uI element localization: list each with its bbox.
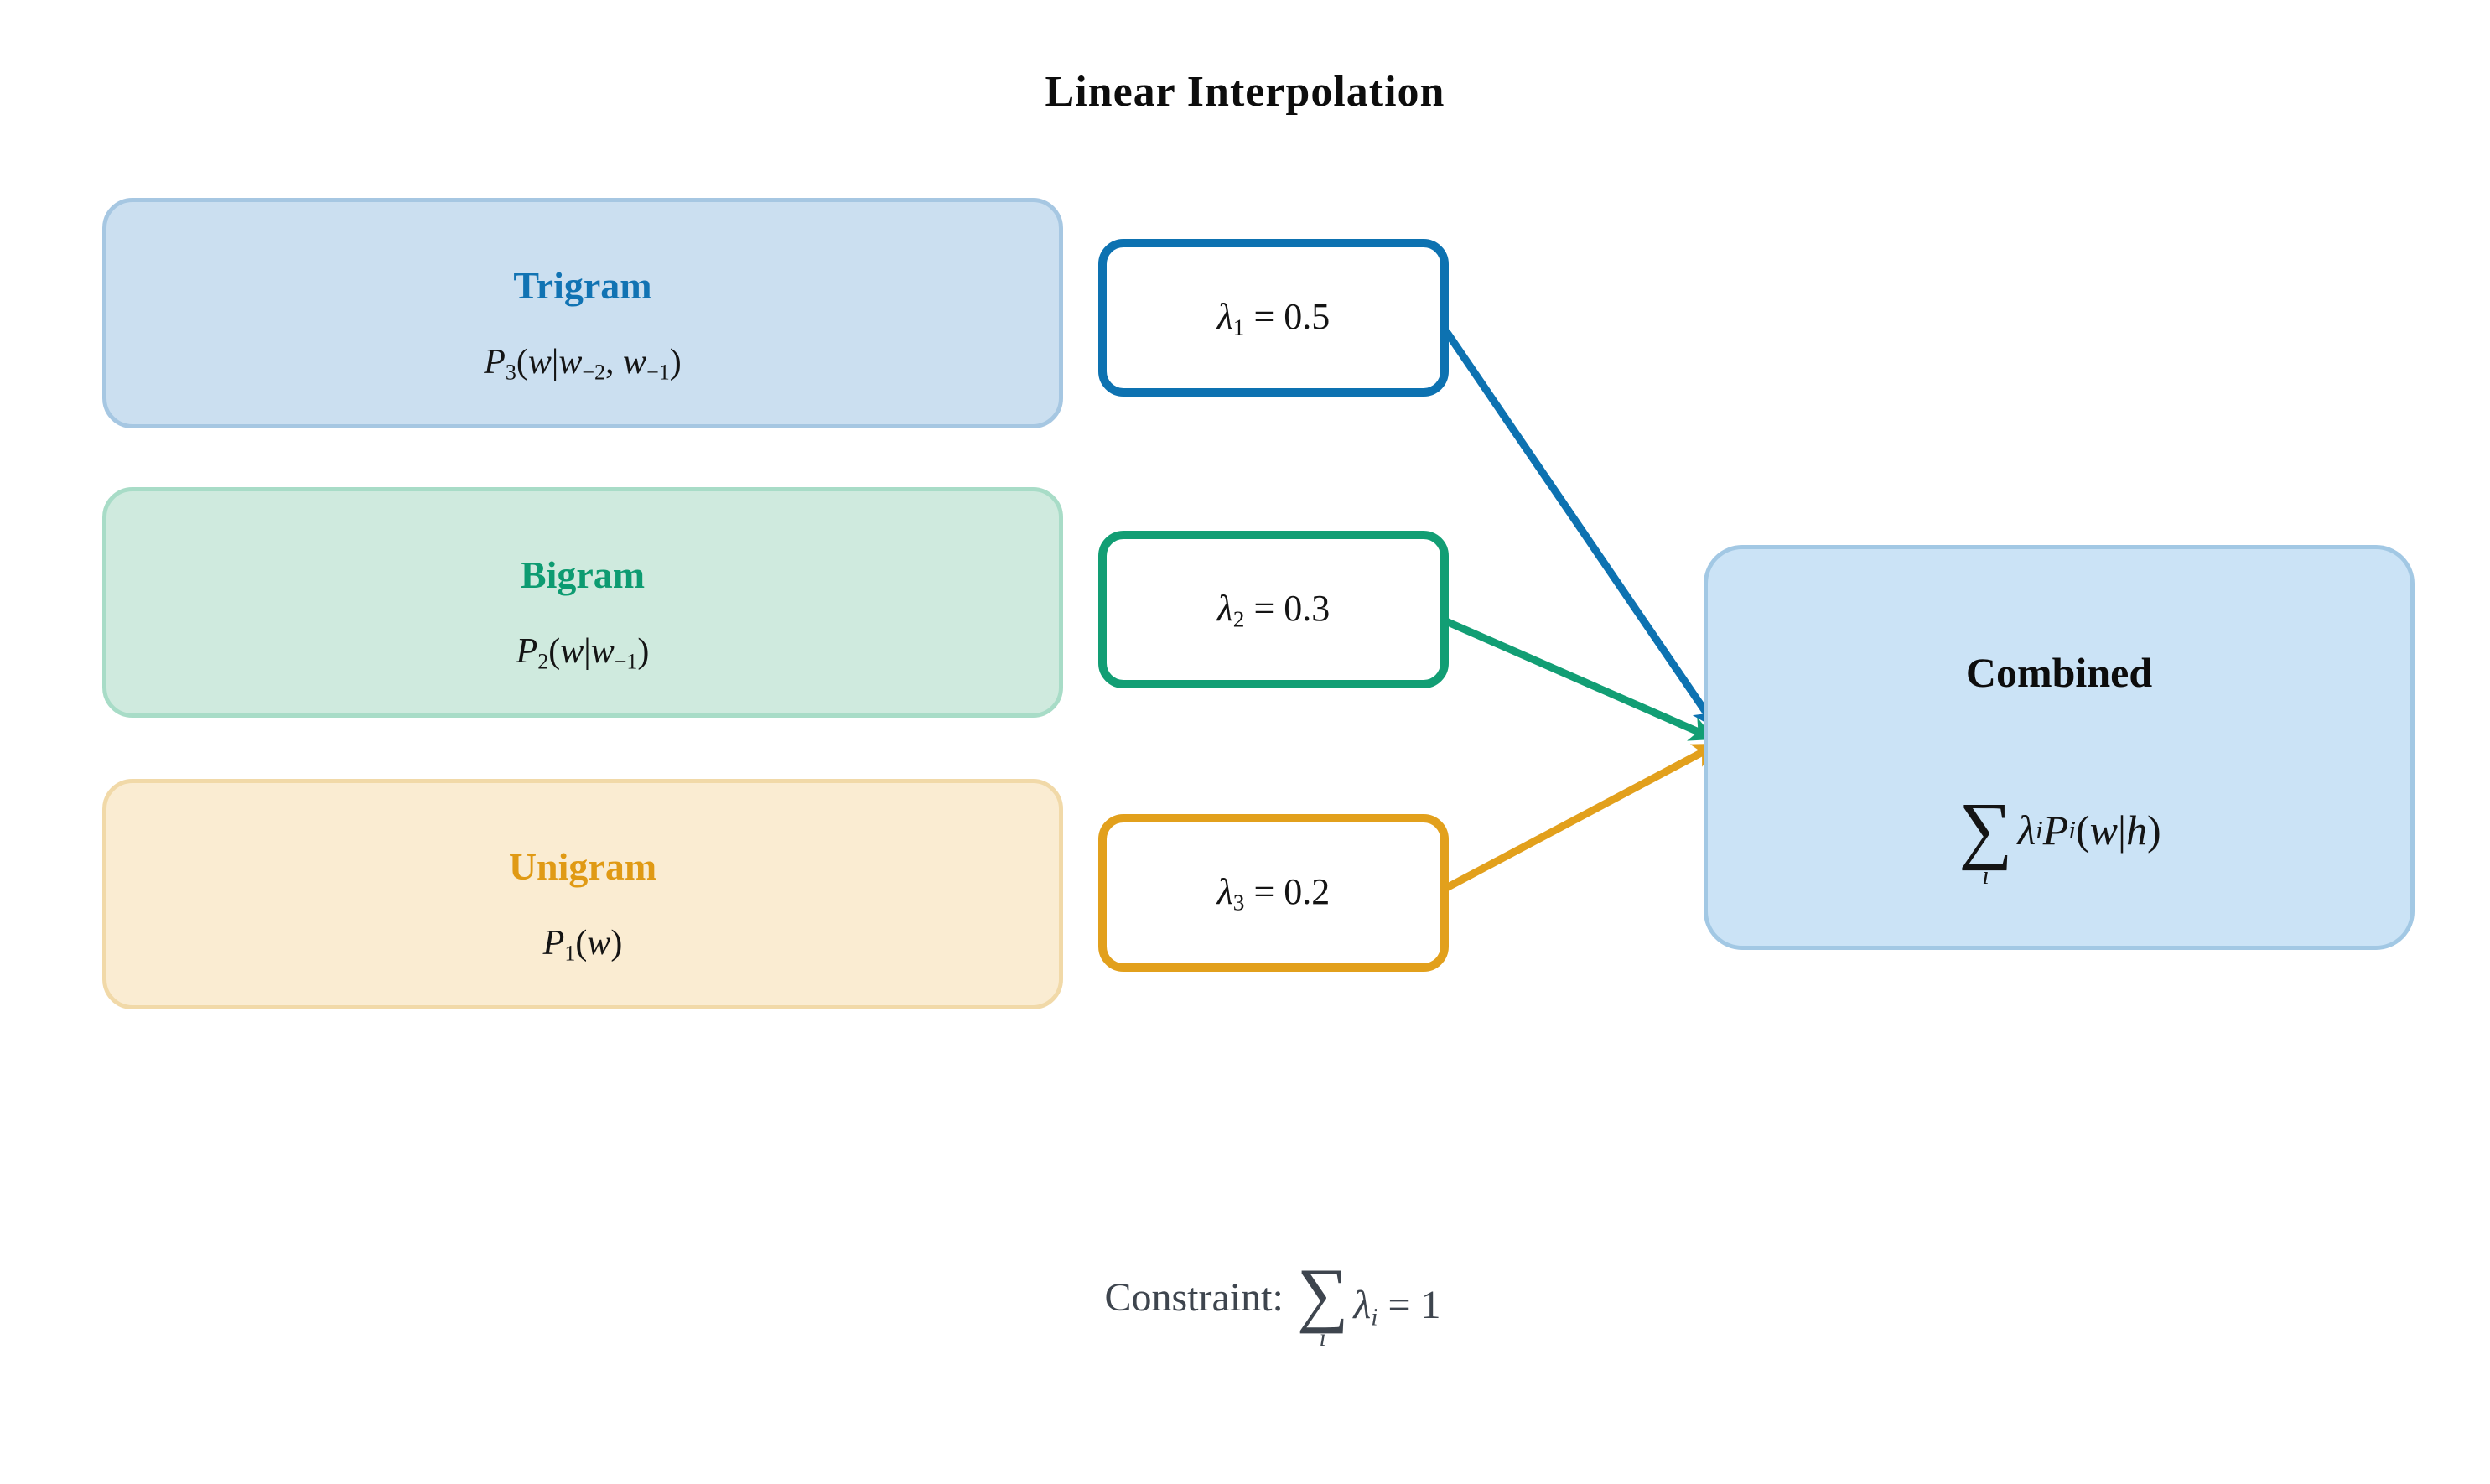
model-formula-trigram: P3(w|w−2, w−1) [484, 343, 682, 385]
arrow-bigram-to-combined [1444, 618, 1716, 742]
model-formula-bigram: P2(w|w−1) [516, 632, 650, 674]
weight-label-lambda3: λ3 = 0.2 [1216, 870, 1331, 916]
model-box-bigram: Bigram P2(w|w−1) [102, 487, 1063, 718]
model-formula-unigram: P1(w) [542, 924, 623, 966]
model-box-trigram: Trigram P3(w|w−2, w−1) [102, 198, 1063, 428]
diagram-title: Linear Interpolation [1045, 68, 1445, 116]
weight-box-lambda1: λ1 = 0.5 [1098, 239, 1449, 397]
arrow-trigram-to-combined [1444, 329, 1720, 730]
model-box-unigram: Unigram P1(w) [102, 779, 1063, 1009]
arrow-unigram-to-combined [1444, 741, 1720, 891]
combined-title: Combined [1965, 649, 2153, 696]
weight-label-lambda2: λ2 = 0.3 [1216, 587, 1331, 632]
constraint-label: Constraint: [1104, 1274, 1284, 1320]
weight-box-lambda2: λ2 = 0.3 [1098, 531, 1449, 688]
model-title-trigram: Trigram [513, 264, 652, 307]
model-title-unigram: Unigram [508, 845, 657, 888]
model-title-bigram: Bigram [520, 553, 646, 596]
weight-box-lambda3: λ3 = 0.2 [1098, 814, 1449, 972]
weight-label-lambda1: λ1 = 0.5 [1216, 295, 1331, 340]
